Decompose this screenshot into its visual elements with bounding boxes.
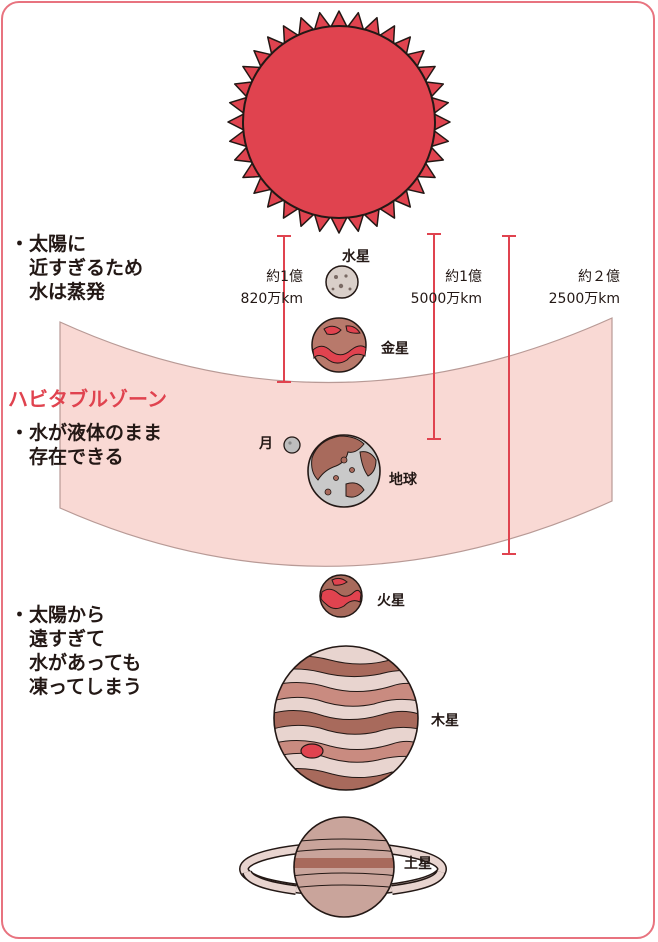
mars-icon xyxy=(319,574,363,618)
distance-label-earth: 約1億 5000万km xyxy=(410,269,482,307)
note-habitable: ・水が液体のまま 存在できる xyxy=(10,422,163,468)
label-saturn: 土星 xyxy=(404,856,432,872)
mercury-icon xyxy=(325,265,359,299)
note-too-close: ・太陽に 近すぎるため 水は蒸発 xyxy=(10,233,144,303)
note-too-far: ・太陽から 遠すぎて 水があっても 凍ってしまう xyxy=(10,604,143,698)
distance-label-mars: 約２億 2500万km xyxy=(548,269,620,307)
label-venus: 金星 xyxy=(381,341,409,357)
distance-label-venus: 約1億 820万km xyxy=(240,269,303,307)
saturn-icon xyxy=(239,816,447,918)
venus-icon xyxy=(311,317,367,373)
label-jupiter: 木星 xyxy=(431,713,459,729)
label-earth: 地球 xyxy=(389,472,417,488)
distance-bracket-mars xyxy=(502,235,516,555)
label-mercury: 水星 xyxy=(342,249,370,265)
sun-icon xyxy=(227,10,451,234)
distance-bracket-earth xyxy=(427,233,441,440)
moon-icon xyxy=(283,436,301,454)
habitable-zone-title: ハビタブルゾーン xyxy=(8,387,167,411)
jupiter-icon xyxy=(273,645,419,791)
distance-bracket-venus xyxy=(277,235,291,383)
label-mars: 火星 xyxy=(377,593,405,609)
earth-icon xyxy=(307,434,381,508)
label-moon: 月 xyxy=(259,436,273,452)
